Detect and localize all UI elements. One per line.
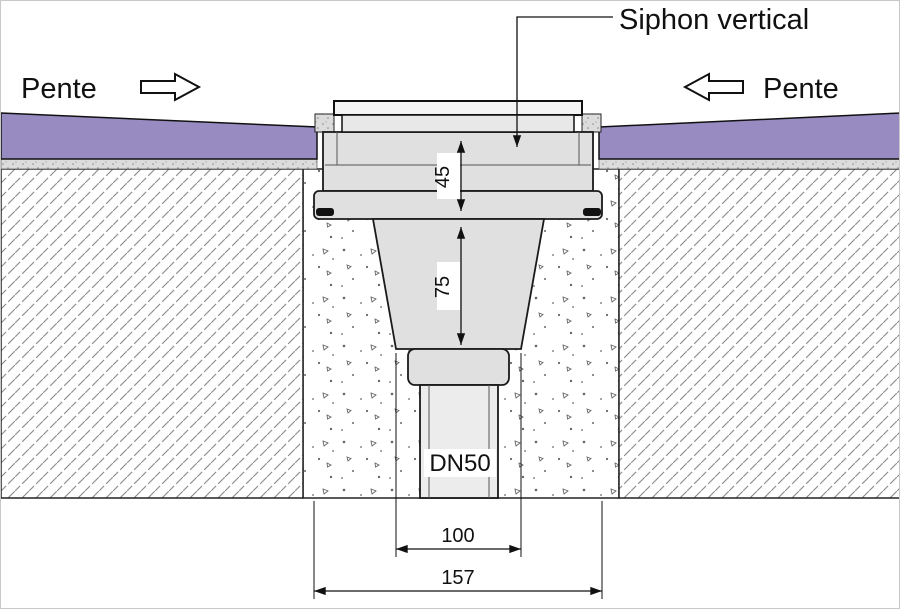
slope-label-left: Pente (21, 73, 97, 105)
grate-frame-inner (341, 114, 575, 133)
pipe-label: DN50 (429, 450, 490, 477)
mortar-bed-left (1, 158, 318, 170)
dim-75-bg (437, 262, 460, 310)
slope-label-right: Pente (763, 73, 839, 105)
dim-75: 75 (432, 227, 466, 345)
drain-outlet-socket (407, 348, 510, 386)
slope-arrow-left-icon (682, 72, 744, 102)
concrete-slab-left (1, 168, 304, 499)
grate-frame-outer (333, 100, 583, 116)
dim-75-label: 75 (432, 276, 454, 298)
callout-leader-line (512, 16, 613, 147)
dim-157: 157 (313, 501, 603, 599)
mortar-bed-right (598, 158, 899, 170)
floor-covering-right (598, 112, 899, 160)
tile-edge-left (314, 113, 335, 133)
gasket-right (583, 208, 601, 216)
dim-45-bg (437, 153, 460, 199)
slope-arrow-right-icon (140, 72, 202, 102)
dim-45-label: 45 (432, 166, 454, 188)
floor-covering-left (1, 112, 318, 160)
tile-edge-right (581, 113, 602, 133)
dim-100: 100 (395, 353, 522, 557)
drain-outlet-pipe (419, 384, 499, 499)
concrete-slab-right (618, 168, 899, 499)
gasket-left (316, 208, 334, 216)
dim-100-label: 100 (441, 525, 474, 547)
pipe-wall-lines (428, 385, 490, 498)
callout-label: Siphon vertical (619, 4, 809, 36)
dim-157-label: 157 (441, 567, 474, 589)
pipe-label-bg (424, 449, 496, 477)
dim-45: 45 (432, 141, 466, 211)
